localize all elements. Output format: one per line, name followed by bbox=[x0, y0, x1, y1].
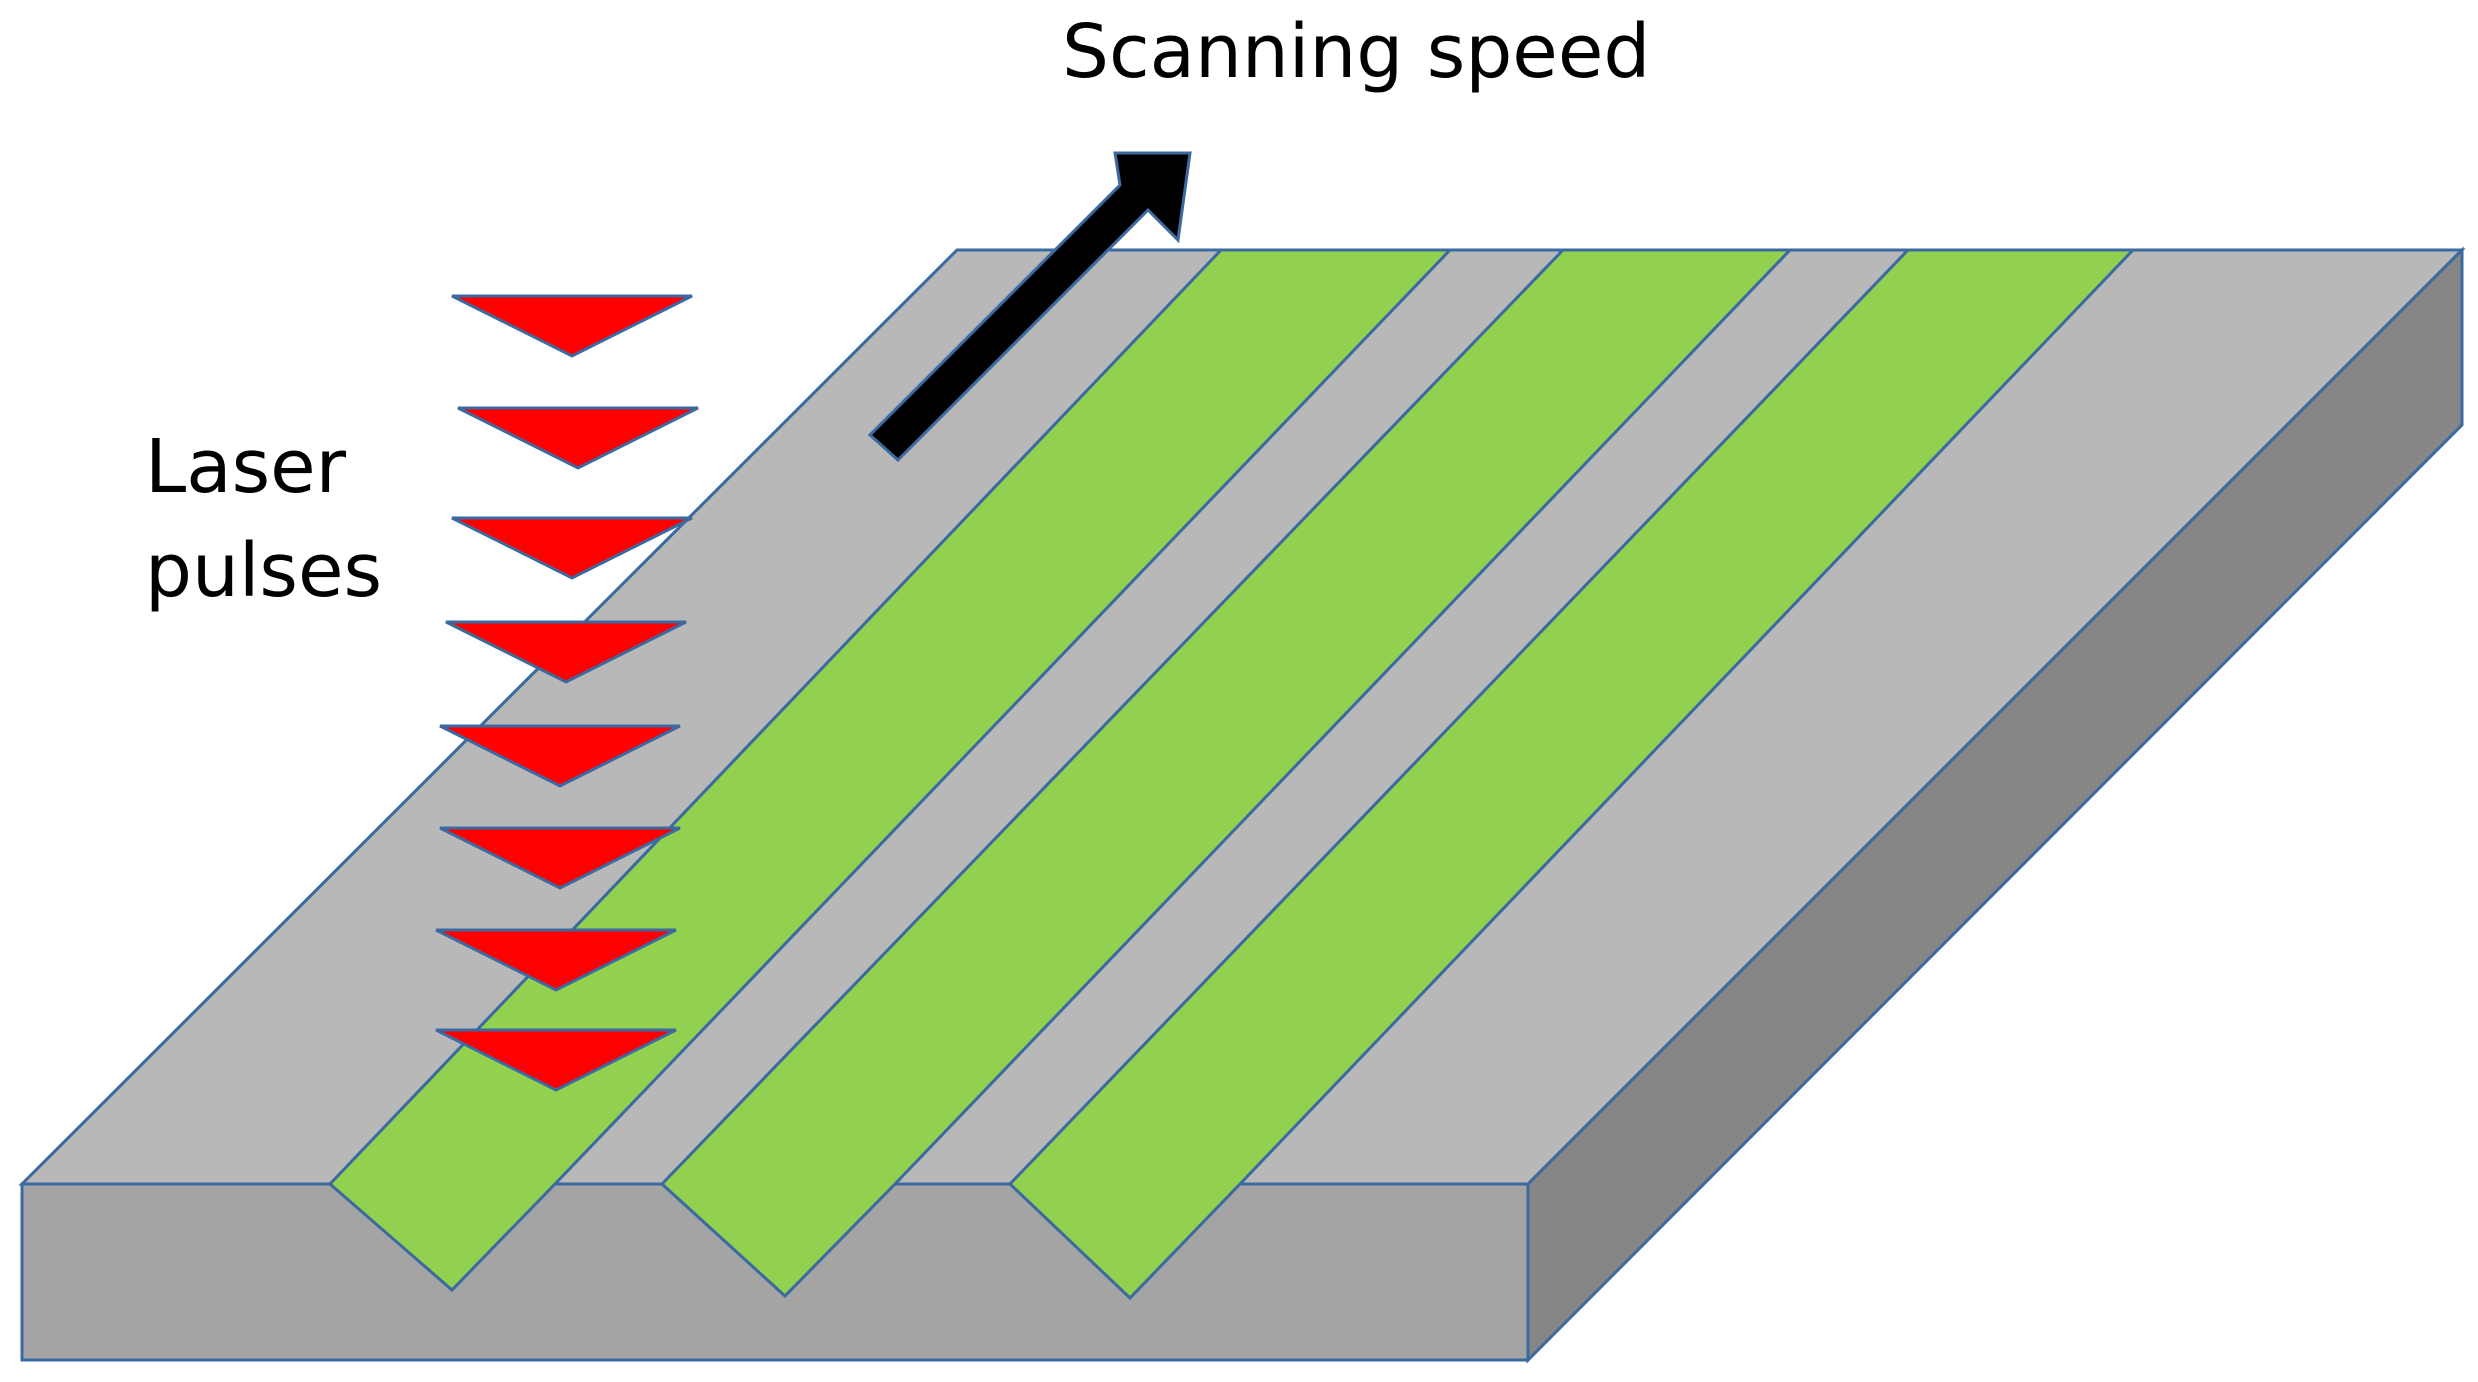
scanning-direction-arrow bbox=[867, 151, 1192, 463]
substrate-side-face bbox=[1526, 246, 2464, 1364]
laser-tracks bbox=[327, 248, 2137, 1301]
scanning-speed-label: Scanning speed bbox=[1062, 9, 1650, 95]
laser-pulse-7 bbox=[435, 928, 677, 992]
laser-pulses bbox=[435, 294, 699, 1092]
laser-pulse-6 bbox=[439, 826, 681, 890]
laser-track-2 bbox=[659, 248, 1794, 1299]
laser-track-3 bbox=[1007, 248, 2137, 1301]
laser-pulse-1 bbox=[451, 294, 693, 358]
laser-pulse-4 bbox=[445, 620, 687, 684]
laser-pulses-label-line1: Laser bbox=[145, 424, 347, 510]
laser-pulse-3 bbox=[451, 516, 693, 580]
laser-pulse-8 bbox=[435, 1028, 677, 1092]
laser-pulses-label-line2: pulses bbox=[145, 528, 382, 614]
laser-pulse-5 bbox=[439, 724, 681, 788]
laser-pulse-2 bbox=[457, 406, 699, 470]
